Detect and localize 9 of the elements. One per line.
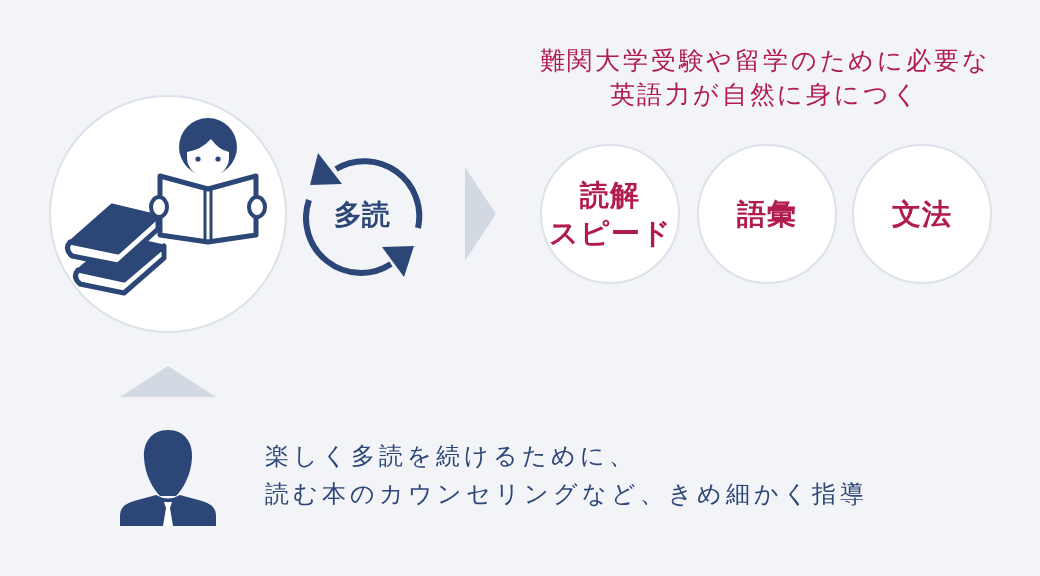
skill-label: 読解スピード [547,177,673,252]
person-silhouette [120,430,216,526]
description-text: 楽しく多読を続けるために、読む本のカウンセリングなど、きめ細かく指導 [265,441,868,510]
heading-text: 難関大学受験や留学のために必要な英語力が自然に身につく [538,45,992,111]
skill-label: 語彙 [737,196,797,233]
skill-label: 文法 [892,196,952,233]
chevron-arrow [465,167,496,261]
cycle-label: 多読 [327,198,397,232]
chevron-arrow [120,366,216,397]
